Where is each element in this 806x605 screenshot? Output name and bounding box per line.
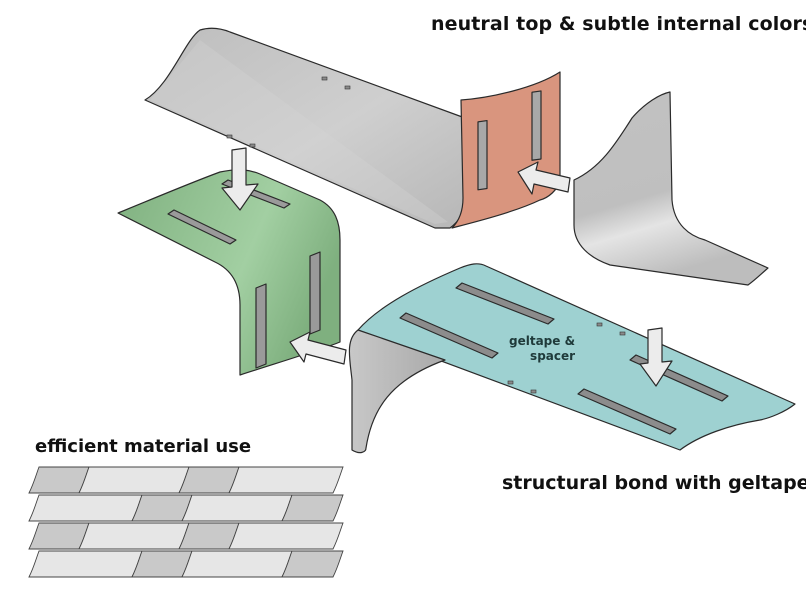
tile-dark xyxy=(281,550,344,578)
neutral-right-panel xyxy=(573,91,769,286)
salmon-side-panel xyxy=(451,71,561,229)
structural-bond-label: structural bond with geltape xyxy=(502,472,806,494)
tile-dark xyxy=(131,494,193,522)
tiling-pattern xyxy=(28,466,344,578)
tile-dark xyxy=(131,550,193,578)
tile-light xyxy=(181,494,293,522)
tile-light xyxy=(228,466,344,494)
tile-light xyxy=(78,466,190,494)
neutral-top-label: neutral top & subtle internal colors xyxy=(431,13,806,35)
arrow-down-top xyxy=(221,147,259,211)
tile-dark xyxy=(281,494,344,522)
arrow-down-teal xyxy=(639,327,673,387)
tile-dark xyxy=(28,466,90,494)
teal-bottom-panel xyxy=(348,263,796,454)
tile-light xyxy=(181,550,293,578)
geltape-label-line1: geltape & xyxy=(509,334,576,348)
tile-dark xyxy=(178,466,240,494)
efficient-material-label: efficient material use xyxy=(35,436,252,457)
tile-light xyxy=(78,522,190,550)
green-corner-panel xyxy=(117,169,341,376)
tile-light xyxy=(28,550,143,578)
tile-dark xyxy=(178,522,240,550)
tile-light xyxy=(28,494,143,522)
arrow-left-salmon xyxy=(517,161,571,195)
arrow-left-green xyxy=(289,331,347,365)
geltape-spacer-label: geltape & spacer xyxy=(509,334,575,364)
tile-dark xyxy=(28,522,90,550)
geltape-label-line2: spacer xyxy=(530,349,576,363)
tile-light xyxy=(228,522,344,550)
